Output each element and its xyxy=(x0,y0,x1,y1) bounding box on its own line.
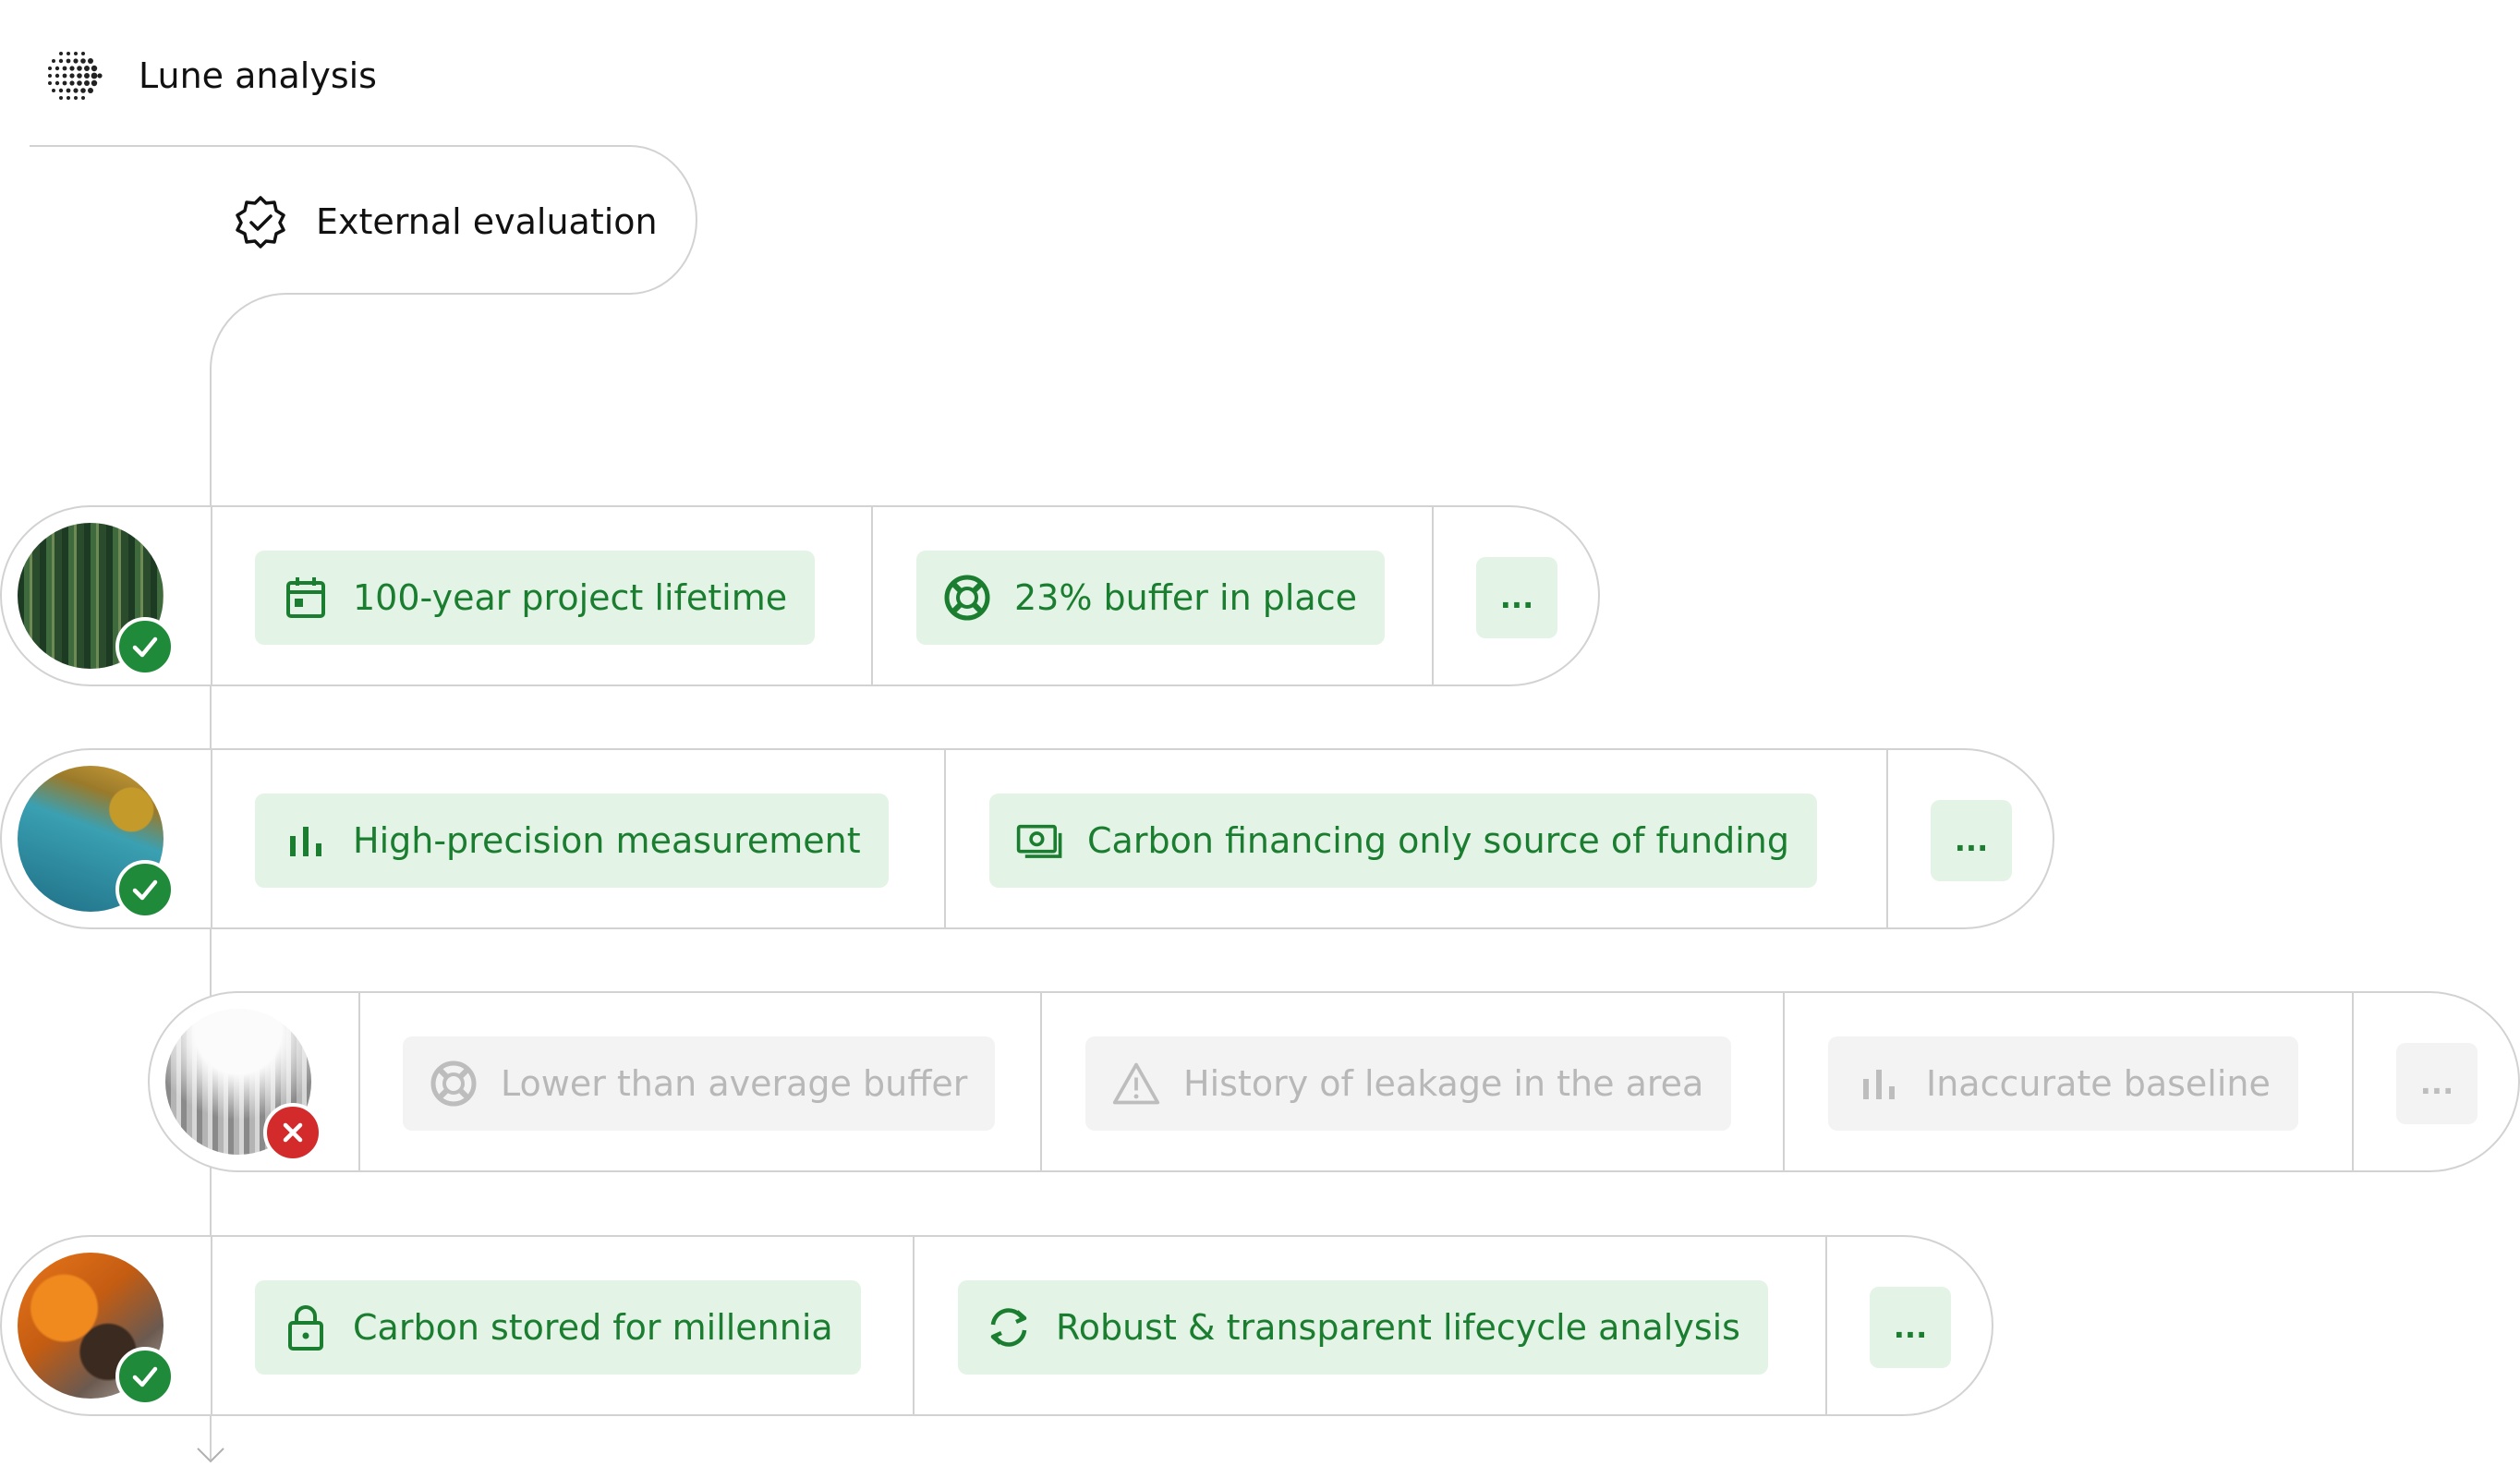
criterion-label: 100-year project lifetime xyxy=(353,577,788,618)
criterion-label: 23% buffer in place xyxy=(1014,577,1357,618)
banknote-icon xyxy=(1015,816,1065,866)
more-button[interactable]: ... xyxy=(1476,557,1557,638)
more-button[interactable]: ... xyxy=(2396,1043,2478,1124)
status-pass-badge xyxy=(115,1347,175,1406)
criterion-chip[interactable]: Inaccurate baseline xyxy=(1828,1036,2298,1131)
criterion-chip[interactable]: High-precision measurement xyxy=(255,794,889,888)
check-icon xyxy=(132,879,158,901)
cross-icon xyxy=(283,1122,303,1143)
connector-arrow-down-icon xyxy=(197,1448,224,1463)
criterion-chip[interactable]: Robust & transparent lifecycle analysis xyxy=(958,1280,1768,1375)
project-row: Lower than average buffer History of lea… xyxy=(148,991,2520,1172)
project-row: 100-year project lifetime 23% buffer in … xyxy=(0,505,1600,686)
evaluation-step: External evaluation xyxy=(233,192,658,251)
criterion-chip[interactable]: 100-year project lifetime xyxy=(255,551,816,645)
bar-chart-icon xyxy=(1854,1059,1904,1108)
calendar-icon xyxy=(281,573,331,623)
criterion-chip[interactable]: Carbon financing only source of funding xyxy=(989,794,1817,888)
more-button[interactable]: ... xyxy=(1931,800,2012,881)
column-divider xyxy=(1825,1237,1827,1414)
dotted-globe-logo-icon xyxy=(48,52,103,100)
column-divider xyxy=(211,1237,212,1414)
criterion-chip[interactable]: History of leakage in the area xyxy=(1085,1036,1732,1131)
column-divider xyxy=(211,507,212,684)
lock-icon xyxy=(281,1302,331,1352)
column-divider xyxy=(1783,993,1785,1170)
verified-badge-icon xyxy=(236,196,285,248)
page-title: Lune analysis xyxy=(139,55,377,96)
criterion-label: Lower than average buffer xyxy=(501,1063,968,1104)
column-divider xyxy=(358,993,360,1170)
criterion-label: Carbon financing only source of funding xyxy=(1087,820,1789,861)
status-pass-badge xyxy=(115,860,175,919)
header: Lune analysis xyxy=(44,48,377,103)
column-divider xyxy=(944,750,946,927)
criterion-label: History of leakage in the area xyxy=(1183,1063,1704,1104)
bar-chart-icon xyxy=(281,816,331,866)
warning-icon xyxy=(1111,1059,1161,1108)
column-divider xyxy=(1886,750,1888,927)
column-divider xyxy=(1040,993,1042,1170)
criterion-label: Robust & transparent lifecycle analysis xyxy=(1056,1307,1740,1348)
criterion-label: Carbon stored for millennia xyxy=(353,1307,833,1348)
project-row: Carbon stored for millennia Robust & tra… xyxy=(0,1235,1993,1416)
project-row: High-precision measurement Carbon financ… xyxy=(0,748,2054,929)
evaluation-label: External evaluation xyxy=(316,201,658,242)
criterion-chip[interactable]: 23% buffer in place xyxy=(916,551,1385,645)
column-divider xyxy=(2352,993,2354,1170)
lifebuoy-icon xyxy=(429,1059,479,1108)
criterion-chip[interactable]: Lower than average buffer xyxy=(403,1036,996,1131)
criterion-label: Inaccurate baseline xyxy=(1926,1063,2271,1104)
column-divider xyxy=(1432,507,1434,684)
check-icon xyxy=(132,636,158,658)
criterion-chip[interactable]: Carbon stored for millennia xyxy=(255,1280,861,1375)
column-divider xyxy=(211,750,212,927)
refresh-icon xyxy=(984,1302,1034,1352)
column-divider xyxy=(913,1237,915,1414)
status-pass-badge xyxy=(115,617,175,676)
more-button[interactable]: ... xyxy=(1870,1287,1951,1368)
criterion-label: High-precision measurement xyxy=(353,820,861,861)
check-icon xyxy=(132,1366,158,1387)
status-fail-badge xyxy=(263,1103,322,1162)
lifebuoy-icon xyxy=(942,573,992,623)
column-divider xyxy=(871,507,873,684)
